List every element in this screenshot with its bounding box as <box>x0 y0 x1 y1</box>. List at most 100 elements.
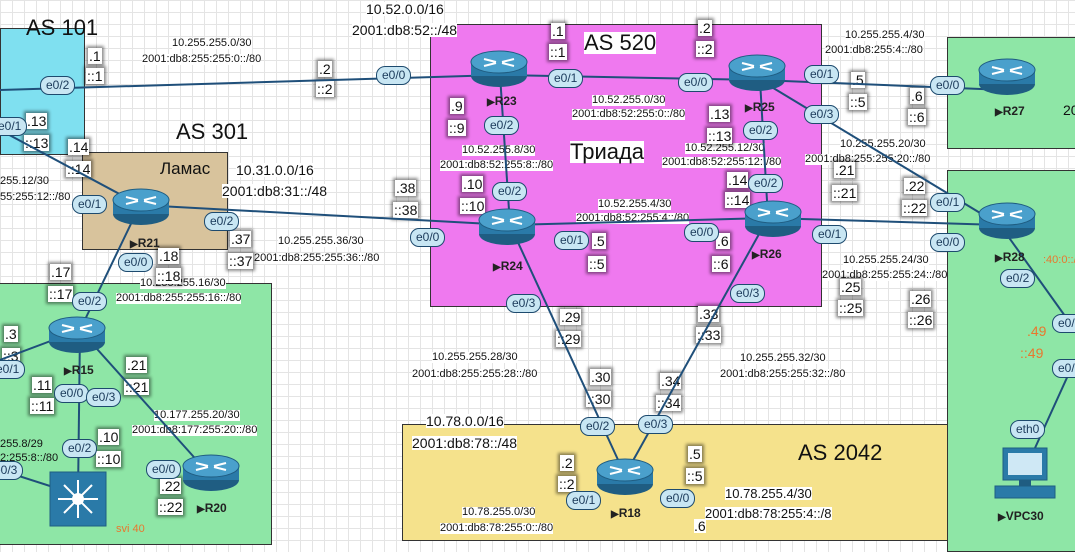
port-r20-e0-0[interactable]: e0/0 <box>146 460 182 479</box>
router-r21[interactable] <box>112 186 170 231</box>
port-r18-e0-2[interactable]: e0/2 <box>580 417 616 436</box>
addr-a23-v6: ::13 <box>707 128 733 144</box>
port-r23-e0-1[interactable]: e0/1 <box>548 69 584 88</box>
port-r21-e0-0[interactable]: e0/0 <box>118 253 154 272</box>
port-r27-e0-0[interactable]: e0/0 <box>930 76 966 95</box>
port-r26-e0-2[interactable]: e0/2 <box>748 174 784 193</box>
port-switch-e0-3[interactable]: e0/3 <box>0 461 24 480</box>
port-r18-e0-3[interactable]: e0/3 <box>638 415 674 434</box>
addr-a19-v6: ::29 <box>556 331 582 347</box>
addr-a4-v6: ::2 <box>696 41 714 57</box>
addr-a26-v6: ::18 <box>156 268 182 284</box>
router-r23[interactable] <box>470 48 528 93</box>
port-r28-e0-2[interactable]: e0/2 <box>1000 269 1036 288</box>
router-r28[interactable] <box>978 200 1036 245</box>
port-r15-e0-3[interactable]: e0/3 <box>86 388 122 407</box>
addr-a18-v6: ::26 <box>908 312 934 328</box>
addr-a17-v6: ::25 <box>838 300 864 316</box>
label-r23: R23 <box>487 94 517 108</box>
addr-a10-v4: .10 <box>462 176 484 192</box>
as301-name: Ламас <box>160 159 211 178</box>
r28-subnet-tail: :40:0::/ <box>1043 254 1075 266</box>
subnet-s16-v6: 55:255:12::/80 <box>0 191 71 203</box>
subnet-s10-v4: 10.255.255.16/30 <box>140 277 226 289</box>
port-r28-e0-1[interactable]: e0/1 <box>930 193 966 212</box>
addr-a28-v4: .11 <box>32 377 53 393</box>
addr-a3-v6: ::1 <box>549 44 567 60</box>
port-r28-e0-0[interactable]: e0/0 <box>930 233 966 252</box>
port-r18-e0-0[interactable]: e0/0 <box>660 489 696 508</box>
addr-a6-v4: .6 <box>910 88 924 104</box>
as101-title: AS 101 <box>26 15 99 40</box>
subnet-s12-v6: 2001:db8:255:255:32::/80 <box>720 368 846 380</box>
addr-a33-v6: ::5 <box>686 468 704 484</box>
port-r15-e0-0[interactable]: e0/0 <box>54 384 90 403</box>
port-r23-e0-2[interactable]: e0/2 <box>484 116 520 135</box>
router-r24[interactable] <box>478 206 536 251</box>
router-r25[interactable] <box>728 52 786 97</box>
subnet-s9-v6: 2001:db8:255:255:24::/80 <box>822 269 948 281</box>
as520-net: 10.52.0.0/16 <box>366 1 444 17</box>
addr-a34-v6: ::49 <box>1020 345 1044 361</box>
subnet-s10-v6: 2001:db8:255:255:16::/80 <box>116 292 242 304</box>
addr-a25-v4: .17 <box>50 264 72 280</box>
subnet-s8-v4: 10.255.255.36/30 <box>278 235 364 247</box>
addr-a7-v6: ::9 <box>448 120 466 136</box>
addr-a24-v4: .14 <box>727 172 749 188</box>
port-switch-e0-2[interactable]: e0/2 <box>62 439 98 458</box>
link-r21-r24 <box>139 204 511 226</box>
addr-a25-v6: ::17 <box>48 286 74 302</box>
port-as101-e0-2[interactable]: e0/2 <box>40 76 76 95</box>
router-icon <box>470 50 528 87</box>
port-r28-e0-1-lower2[interactable]: e0/1 <box>1052 359 1075 378</box>
port-r23-e0-0[interactable]: e0/0 <box>376 66 412 85</box>
port-r15-e0-1[interactable]: e0/1 <box>0 360 26 379</box>
addr-a30-v6: ::10 <box>96 451 122 467</box>
subnet-s13-v6: 2001:db8:177:255:20::/80 <box>132 424 258 436</box>
port-r15-e0-2[interactable]: e0/2 <box>72 292 108 311</box>
switch-icon[interactable] <box>48 470 110 533</box>
port-r18-e0-1[interactable]: e0/1 <box>566 491 602 510</box>
link-r28-down <box>999 224 1075 331</box>
vpc-computer-icon[interactable] <box>993 446 1057 505</box>
subnet-s6-v6: 2001:db8:255:255:20::/80 <box>805 153 931 165</box>
addr-a12-v6: ::37 <box>228 253 254 269</box>
port-r21-e0-1[interactable]: e0/1 <box>72 195 108 214</box>
label-vpc30: VPC30 <box>998 509 1044 523</box>
router-r18[interactable] <box>596 456 654 501</box>
router-r15[interactable] <box>48 314 106 359</box>
port-as101-e0-1[interactable]: e0/1 <box>0 117 28 136</box>
port-r26-e0-3[interactable]: e0/3 <box>730 284 766 303</box>
port-r25-e0-0[interactable]: e0/0 <box>678 73 714 92</box>
subnet-s12-v4: 10.255.255.32/30 <box>740 352 826 364</box>
addr-a27-v4: .3 <box>4 326 18 342</box>
port-r25-e0-3[interactable]: e0/3 <box>804 105 840 124</box>
subnet-s1-v6: 2001:db8:255:255:0::/80 <box>142 53 262 65</box>
port-r28-e0-1-lower[interactable]: e0/1 <box>1052 314 1075 333</box>
link-r15-r20 <box>79 329 211 476</box>
subnet-s15-v6: 2001:db8:78:255:4::/8 <box>705 506 832 521</box>
port-r24-e0-3[interactable]: e0/3 <box>506 294 542 313</box>
subnet-s2-v6: 2001:db8:52:255:0::/80 <box>572 108 686 120</box>
port-r21-e0-2[interactable]: e0/2 <box>204 212 240 231</box>
port-r25-e0-2[interactable]: e0/2 <box>743 121 779 140</box>
router-r27[interactable] <box>978 56 1036 101</box>
port-r26-e0-1[interactable]: e0/1 <box>812 225 848 244</box>
addr-a14-v6: ::6 <box>712 256 730 272</box>
port-r25-e0-1[interactable]: e0/1 <box>804 65 840 84</box>
router-r26[interactable] <box>744 198 802 243</box>
label-r18: R18 <box>611 506 641 520</box>
label-r20: R20 <box>197 501 227 515</box>
port-r26-e0-0[interactable]: e0/0 <box>684 223 720 242</box>
router-r20[interactable] <box>182 452 240 497</box>
port-r24-e0-2[interactable]: e0/2 <box>492 182 528 201</box>
as520-net6: 2001:db8:52::/48 <box>352 22 458 38</box>
port-r24-e0-1[interactable]: e0/1 <box>554 231 590 250</box>
router-icon <box>728 54 786 91</box>
router-icon <box>744 200 802 237</box>
addr-a3-v4: .1 <box>551 23 565 39</box>
addr-a11-v4: .38 <box>395 180 417 196</box>
port-r24-e0-0[interactable]: e0/0 <box>410 228 446 247</box>
link-r26-r18 <box>624 217 769 476</box>
port-vpc30-eth0[interactable]: eth0 <box>1010 420 1046 439</box>
